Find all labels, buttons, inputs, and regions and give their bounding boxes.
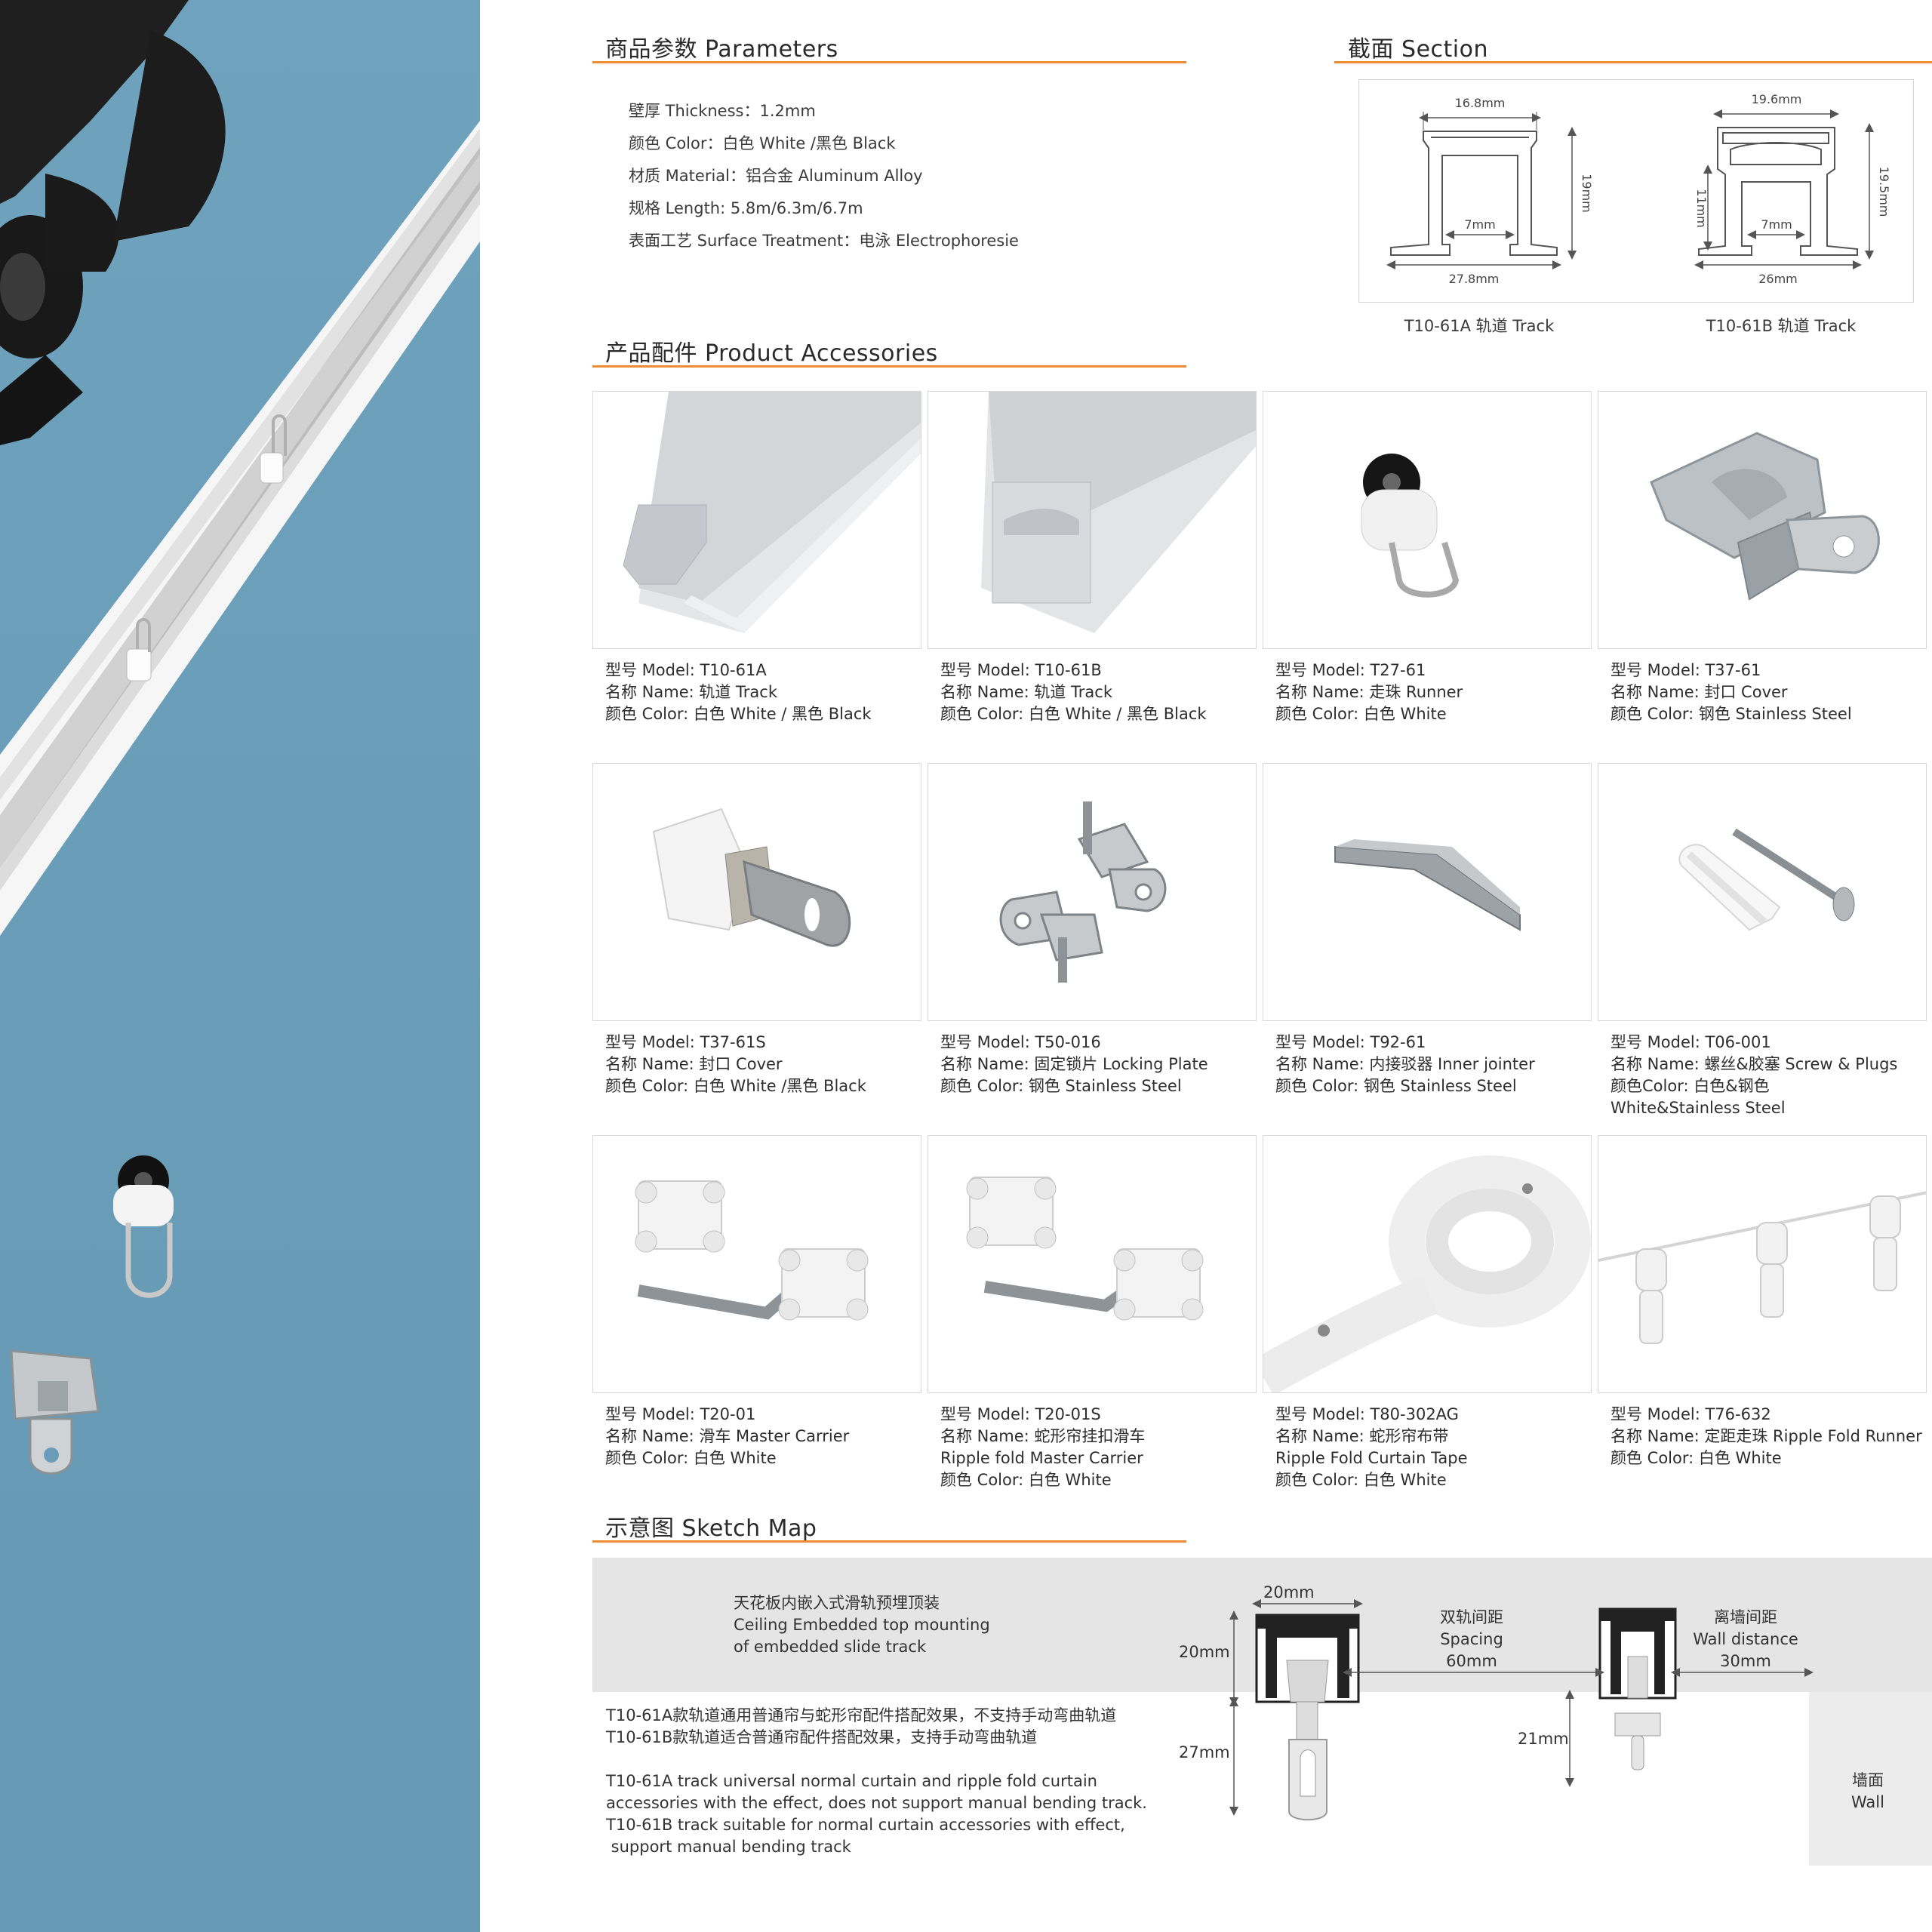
track-b-height: 19.5mm [1877,167,1891,217]
param-color: 颜色 Color：白色 White /黑色 Black [629,134,896,152]
parameters-heading: 商品参数 Parameters [605,36,838,63]
track-a-height: 19mm [1580,174,1594,213]
accessory-image-t20-01s [928,1135,1257,1393]
param-thickness: 壁厚 Thickness：1.2mm [629,102,816,120]
param-surface-treatment: 表面工艺 Surface Treatment：电泳 Electrophoresi… [629,232,1019,250]
screw-plug-icon [1678,828,1855,931]
track-b-base-width: 26mm [1758,272,1798,286]
notes-english: T10-61A track universal normal curtain a… [606,1772,1147,1856]
section-drawing-box: 16.8mm 7mm 27.8mm 19mm 19.6mm 7mm 26mm 1… [1358,79,1914,303]
curtain-tape-icon [1263,1155,1591,1392]
track-b-caption: T10-61B 轨道 Track [1706,317,1857,335]
inner-jointer-icon [1334,839,1521,931]
end-cover-white-icon [652,808,851,947]
track-b-profile-icon [981,392,1256,633]
accessory-image-t37-61s [592,763,921,1021]
track-a-base-width: 27.8mm [1449,272,1500,286]
accessories-heading-rule [592,365,1186,368]
master-carrier-icon [635,1180,869,1321]
track-b-slot-width: 7mm [1761,217,1792,232]
accessory-image-t76-632 [1598,1135,1927,1393]
track-b-section-icon [1698,127,1858,256]
track-a-profile-icon [623,392,921,633]
track-b-in-ceiling-icon [1598,1607,1677,1770]
dim-track-a-width: 20mm [1263,1583,1315,1601]
runner-icon [1361,454,1460,598]
track-a-caption: T10-61A 轨道 Track [1404,317,1555,335]
wall-block [1809,1692,1932,1866]
track-a-slot-width: 7mm [1464,217,1495,232]
dim-track-a-height: 20mm [1179,1643,1230,1661]
accessory-image-t10-61b [928,391,1257,649]
locking-plate-icon [999,801,1167,983]
parameters-heading-rule [592,61,1186,63]
accessory-image-t50-016 [928,763,1257,1021]
track-a-top-width: 16.8mm [1455,96,1506,110]
wall-distance-value: 30mm [1720,1652,1771,1670]
accessory-image-t92-61 [1263,763,1592,1021]
accessories-heading: 产品配件 Product Accessories [605,340,938,367]
end-cover-steel-icon [1650,432,1880,601]
dim-track-b-drop: 21mm [1518,1730,1569,1748]
accessory-image-t20-01 [592,1135,921,1393]
ripple-master-carrier-icon [966,1177,1204,1321]
spacing-label-en: Spacing [1440,1630,1503,1648]
section-heading: 截面 Section [1348,36,1488,63]
track-b-inner-height: 11mm [1694,189,1709,228]
accessory-image-t10-61a [592,391,921,649]
dim-carrier-drop: 27mm [1179,1743,1230,1761]
spacing-label-cn: 双轨间距 [1440,1608,1503,1626]
accessory-image-t37-61 [1598,391,1927,649]
sketch-diagram: 20mm 20mm 27mm 21mm 双轨间距 Spacing 60mm 离墙… [1179,1583,1814,1821]
accessory-image-t80-302ag [1263,1135,1592,1393]
track-b-top-width: 19.6mm [1752,92,1802,106]
accessory-image-t27-61 [1263,391,1592,649]
track-a-in-ceiling-icon [1255,1614,1360,1821]
wall-distance-label-cn: 离墙间距 [1714,1608,1777,1626]
param-length: 规格 Length: 5.8m/6.3m/6.7m [629,199,863,217]
section-heading-rule [1334,61,1932,63]
section-profiles: 16.8mm 7mm 27.8mm 19mm 19.6mm 7mm 26mm 1… [1386,92,1891,286]
sketch-heading-rule [592,1540,1186,1543]
track-a-section-icon [1390,131,1558,256]
spacing-value: 60mm [1446,1652,1497,1670]
param-material: 材质 Material：铝合金 Aluminum Alloy [629,167,923,185]
accessory-image-t06-001 [1598,763,1927,1021]
ripple-runner-icon [1598,1191,1926,1344]
product-photo [0,0,480,1932]
track-photo-illustration [0,0,480,1475]
sketch-heading: 示意图 Sketch Map [605,1515,817,1542]
wall-distance-label-en: Wall distance [1693,1630,1798,1648]
